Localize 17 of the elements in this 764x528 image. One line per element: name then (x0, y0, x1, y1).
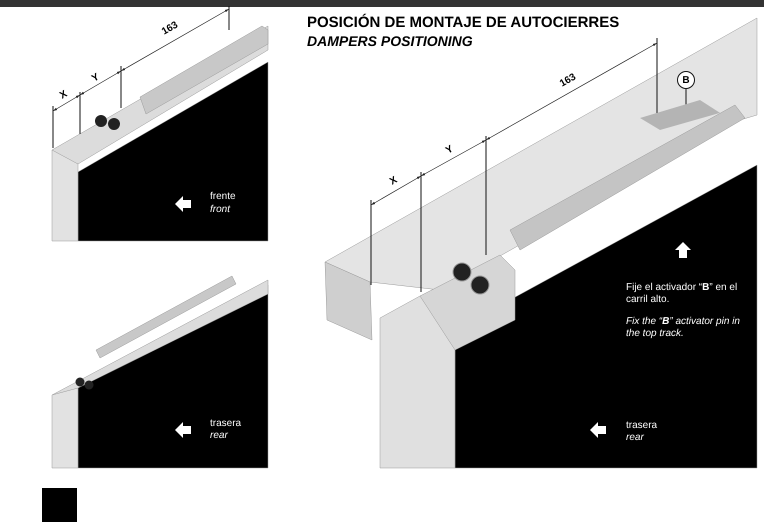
instruction-text: Fije el activador “B” en el carril alto. (626, 282, 738, 305)
side-label: front (210, 204, 230, 216)
side-label: rear (210, 430, 228, 442)
dimension-value: Y (90, 72, 102, 85)
side-label: rear (626, 432, 644, 444)
dimension-value: 163 (160, 20, 180, 38)
title: POSICIÓN DE MONTAJE DE AUTOCIERRES (307, 14, 620, 32)
instruction-text: Fix the “B” activator pin in the top track. (626, 316, 741, 339)
side-label: trasera (626, 420, 658, 432)
subtitle: DAMPERS POSITIONING (307, 33, 473, 50)
dimension-value: Y (444, 144, 456, 157)
side-label: trasera (210, 418, 242, 430)
dimension-value: X (388, 174, 400, 188)
dimension-value: 163 (558, 72, 578, 90)
dimension-value: X (58, 88, 70, 102)
callout-text: B (682, 74, 690, 86)
side-label: frente (210, 191, 236, 202)
